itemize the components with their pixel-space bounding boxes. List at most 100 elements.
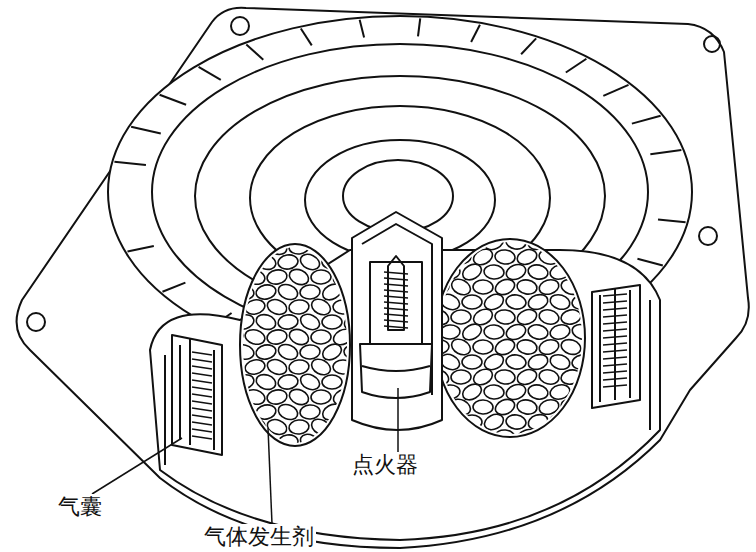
thread-line <box>384 326 408 328</box>
pellet <box>560 308 582 326</box>
flange <box>17 8 749 548</box>
pellet <box>473 280 493 295</box>
part-label: 气体发生剂 <box>202 524 316 549</box>
pellet <box>451 250 471 265</box>
mesh-line <box>603 350 627 352</box>
mesh-line <box>192 366 212 369</box>
pellet <box>570 262 594 282</box>
thread-line <box>384 272 408 274</box>
pellet <box>559 397 582 416</box>
pellet <box>494 309 515 325</box>
pellet <box>287 387 311 408</box>
pellet <box>232 253 255 272</box>
pellet <box>244 358 267 376</box>
rim-port <box>603 85 628 96</box>
generant-chamber <box>435 239 585 437</box>
rim-port <box>521 38 536 54</box>
pellet <box>254 312 277 331</box>
thread-line <box>384 308 408 310</box>
pellet <box>266 328 288 345</box>
pellet <box>527 383 549 401</box>
thread-line <box>384 284 408 286</box>
rim-port <box>131 127 161 134</box>
pellet <box>451 430 471 445</box>
pellet <box>222 238 244 256</box>
pellet <box>571 413 593 430</box>
mesh-line <box>192 429 212 432</box>
rim-port <box>114 162 146 165</box>
pellet <box>505 234 527 251</box>
pellet <box>505 354 527 371</box>
rim-port <box>566 59 587 73</box>
pellet <box>244 298 267 316</box>
leader-line <box>397 388 399 452</box>
pellet <box>255 283 277 301</box>
mesh-line <box>603 301 627 303</box>
pellet <box>537 278 560 297</box>
pellet <box>232 373 255 392</box>
pellet <box>311 390 331 405</box>
rim-port <box>418 18 420 36</box>
pellet <box>462 415 482 429</box>
mesh-line <box>603 315 627 317</box>
pellet <box>571 293 593 310</box>
pellet <box>462 355 482 369</box>
pellet <box>287 267 311 288</box>
pellet <box>277 254 299 271</box>
pellet <box>333 240 353 255</box>
thread-line <box>384 314 408 316</box>
pellet <box>527 323 549 341</box>
pellet <box>451 310 471 325</box>
leader-line <box>92 438 182 494</box>
pellet <box>255 403 277 421</box>
pellet <box>559 337 582 356</box>
igniter-core <box>388 256 404 330</box>
mesh-line <box>603 308 627 310</box>
thread-line <box>384 290 408 292</box>
mesh-line <box>603 364 627 366</box>
generant-chamber <box>240 244 350 446</box>
pellet <box>233 403 256 421</box>
pellet <box>549 323 572 341</box>
pellet <box>288 239 309 255</box>
bolt-hole <box>699 227 717 245</box>
igniter-body <box>370 262 422 344</box>
pellet <box>288 299 309 315</box>
pellet <box>549 263 572 281</box>
filter <box>172 335 222 455</box>
mesh-line <box>192 394 212 397</box>
pellet <box>276 342 300 362</box>
pellet <box>298 431 322 452</box>
pellet <box>505 294 527 311</box>
pellet <box>266 388 288 405</box>
pellet <box>288 359 309 375</box>
rim-port <box>471 25 480 42</box>
mesh-line <box>192 436 212 439</box>
pellet <box>538 308 561 326</box>
pellet <box>266 268 288 285</box>
section-wall <box>150 250 660 540</box>
pellet <box>277 434 299 451</box>
thread-line <box>384 296 408 298</box>
pellet <box>222 418 244 436</box>
igniter-housing <box>352 212 442 430</box>
pellet <box>276 402 300 422</box>
rim-port <box>246 44 263 59</box>
mesh-line <box>192 401 212 404</box>
mesh-line <box>192 359 212 362</box>
pellet <box>265 357 289 377</box>
rim-port <box>199 67 221 80</box>
bolt-hole <box>704 36 720 52</box>
pellet <box>221 387 244 406</box>
pellet <box>516 278 538 295</box>
mesh-line <box>603 322 627 324</box>
pellet <box>311 270 331 285</box>
pellet <box>494 249 515 265</box>
mesh-line <box>603 329 627 331</box>
rim-port <box>632 116 661 124</box>
pellet <box>570 382 594 402</box>
pellet <box>342 431 366 452</box>
pellet <box>471 426 495 448</box>
mesh-line <box>192 422 212 425</box>
pellet <box>222 298 244 316</box>
